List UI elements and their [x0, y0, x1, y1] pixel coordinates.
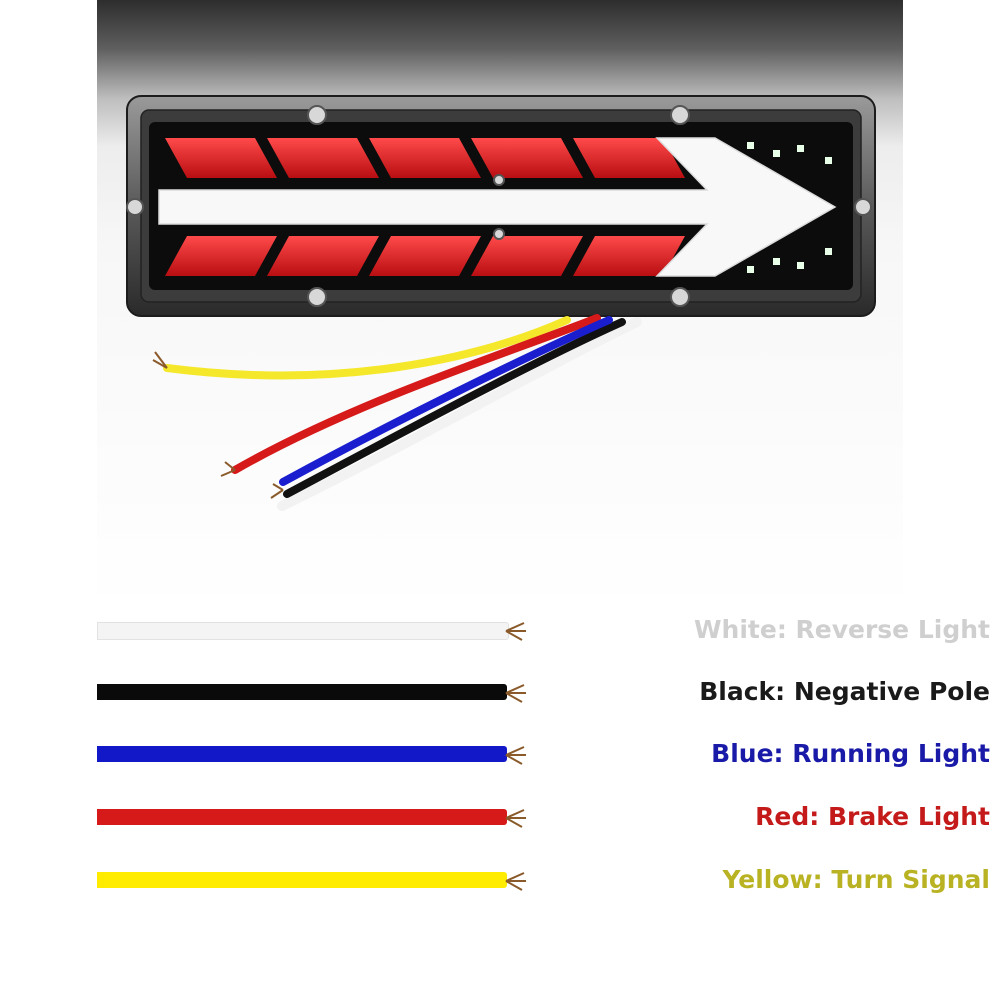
legend-label-black: Black: Negative Pole: [699, 677, 990, 706]
blue-wire: [97, 746, 507, 762]
legend-row-white: White: Reverse Light: [97, 610, 990, 650]
legend-label-red: Red: Brake Light: [755, 802, 990, 831]
yellow-wire: [97, 872, 507, 888]
red-chevrons-bottom: [165, 236, 685, 276]
legend-row-red: Red: Brake Light: [97, 797, 990, 837]
wire-tip-icon: [505, 746, 526, 765]
white-arrow: [158, 137, 837, 277]
wire-tip-icon: [505, 622, 526, 641]
legend-label-blue: Blue: Running Light: [711, 739, 990, 768]
legend-row-blue: Blue: Running Light: [97, 734, 990, 774]
black-wire: [97, 684, 507, 700]
legend-label-white: White: Reverse Light: [693, 615, 990, 644]
wire-ends: [152, 351, 284, 499]
wire-tip-icon: [505, 809, 526, 828]
loose-wires: [163, 314, 642, 511]
mounting-screws: [126, 105, 872, 307]
red-wire: [97, 809, 507, 825]
small-leds: [747, 142, 832, 273]
wire-tip-icon: [505, 872, 526, 891]
legend-row-black: Black: Negative Pole: [97, 672, 990, 712]
red-chevrons-top: [165, 138, 685, 178]
legend-label-yellow: Yellow: Turn Signal: [722, 865, 990, 894]
wire-tip-icon: [505, 684, 526, 703]
legend-row-yellow: Yellow: Turn Signal: [97, 860, 990, 900]
tail-light-photo: [126, 95, 876, 511]
product-photo: [97, 0, 903, 612]
